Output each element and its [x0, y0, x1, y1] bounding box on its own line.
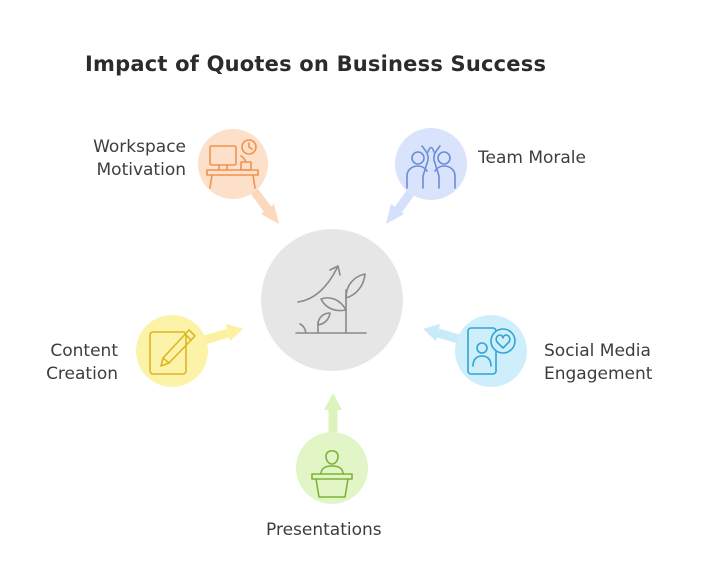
- node-presentations: [296, 432, 368, 504]
- node-team: [395, 128, 467, 200]
- label-presentations: Presentations: [266, 519, 382, 542]
- label-team-line-1: Team Morale: [478, 148, 586, 168]
- label-content-line-1: Content: [50, 341, 118, 361]
- label-team: Team Morale: [478, 147, 586, 170]
- label-social-line-2: Engagement: [544, 364, 653, 384]
- label-workspace: Workspace Motivation: [60, 136, 186, 182]
- plant-growth-icon: [295, 265, 367, 334]
- phone-heart-icon: [467, 327, 516, 375]
- node-workspace: [198, 129, 268, 199]
- arrow-team: [386, 185, 418, 224]
- label-social: Social Media Engagement: [544, 340, 652, 386]
- pencil-note-icon: [149, 329, 196, 375]
- high-five-icon: [406, 145, 456, 189]
- diagram-title: Impact of Quotes on Business Success: [85, 52, 547, 76]
- arrow-content: [203, 324, 243, 345]
- label-content-line-2: Creation: [46, 364, 118, 384]
- node-social: [455, 315, 527, 387]
- node-content: [136, 315, 208, 387]
- podium-speaker-icon: [311, 449, 353, 498]
- arrow-presentations: [324, 393, 342, 432]
- arrow-social: [423, 324, 464, 345]
- label-social-line-1: Social Media: [544, 341, 651, 361]
- center-node: [261, 229, 403, 371]
- desk-clock-icon: [206, 139, 259, 189]
- label-workspace-line-1: Workspace: [93, 137, 186, 157]
- arrow-workspace: [248, 185, 279, 224]
- label-workspace-line-2: Motivation: [96, 160, 187, 180]
- label-presentations-line-1: Presentations: [266, 520, 382, 540]
- label-content: Content Creation: [20, 340, 118, 386]
